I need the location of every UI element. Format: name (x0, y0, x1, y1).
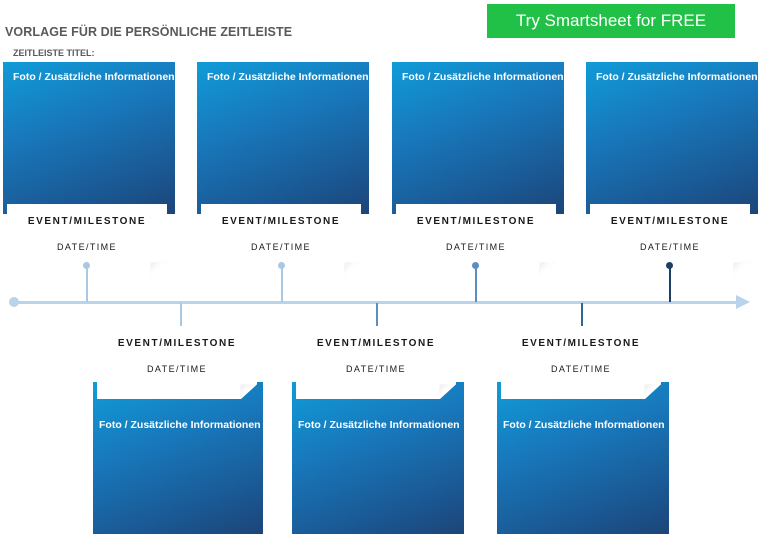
page-title: VORLAGE FÜR DIE PERSÖNLICHE ZEITLEISTE (5, 25, 293, 39)
event-milestone-label: EVENT/MILESTONE (117, 338, 237, 349)
timeline-start-dot (9, 297, 19, 307)
photo-label: Foto / Zusätzliche Informationen (99, 419, 261, 431)
event-connector-6 (376, 303, 378, 335)
event-date-label: DATE/TIME (640, 242, 700, 252)
event-photo-4[interactable]: Foto / Zusätzliche Informationen (586, 62, 758, 214)
event-milestone-label: EVENT/MILESTONE (221, 216, 341, 227)
event-connector-1 (86, 267, 88, 302)
event-marker-4 (666, 262, 673, 269)
event-date-label: DATE/TIME (346, 364, 406, 374)
timeline-arrow-icon (736, 295, 750, 309)
timeline-title-label: ZEITLEISTE TITEL: (13, 48, 95, 58)
event-milestone-label: EVENT/MILESTONE (521, 338, 641, 349)
photo-label: Foto / Zusätzliche Informationen (298, 419, 460, 431)
event-card-5[interactable]: EVENT/MILESTONE DATE/TIME (97, 326, 257, 399)
event-marker-1 (83, 262, 90, 269)
event-milestone-label: EVENT/MILESTONE (610, 216, 730, 227)
event-date-label: DATE/TIME (57, 242, 117, 252)
event-photo-7[interactable]: Foto / Zusätzliche Informationen (497, 382, 669, 534)
photo-label: Foto / Zusätzliche Informationen (207, 71, 369, 83)
event-marker-2 (278, 262, 285, 269)
event-connector-5 (180, 303, 182, 335)
event-date-label: DATE/TIME (446, 242, 506, 252)
event-milestone-label: EVENT/MILESTONE (27, 216, 147, 227)
try-smartsheet-button[interactable]: Try Smartsheet for FREE (487, 4, 735, 38)
photo-label: Foto / Zusätzliche Informationen (596, 71, 758, 83)
event-milestone-label: EVENT/MILESTONE (316, 338, 436, 349)
event-card-6[interactable]: EVENT/MILESTONE DATE/TIME (296, 326, 456, 399)
event-card-7[interactable]: EVENT/MILESTONE DATE/TIME (501, 326, 661, 399)
event-connector-2 (281, 267, 283, 302)
photo-label: Foto / Zusätzliche Informationen (13, 71, 175, 83)
event-connector-4 (669, 267, 671, 302)
event-card-2[interactable]: EVENT/MILESTONE DATE/TIME (201, 204, 361, 277)
event-connector-3 (475, 267, 477, 302)
event-connector-7 (581, 303, 583, 335)
photo-label: Foto / Zusätzliche Informationen (402, 71, 564, 83)
event-photo-2[interactable]: Foto / Zusätzliche Informationen (197, 62, 369, 214)
event-milestone-label: EVENT/MILESTONE (416, 216, 536, 227)
photo-label: Foto / Zusätzliche Informationen (503, 419, 665, 431)
event-date-label: DATE/TIME (251, 242, 311, 252)
event-marker-3 (472, 262, 479, 269)
event-date-label: DATE/TIME (147, 364, 207, 374)
event-photo-3[interactable]: Foto / Zusätzliche Informationen (392, 62, 564, 214)
event-photo-1[interactable]: Foto / Zusätzliche Informationen (3, 62, 175, 214)
timeline-axis (14, 301, 742, 304)
event-date-label: DATE/TIME (551, 364, 611, 374)
event-photo-5[interactable]: Foto / Zusätzliche Informationen (93, 382, 263, 534)
event-photo-6[interactable]: Foto / Zusätzliche Informationen (292, 382, 464, 534)
